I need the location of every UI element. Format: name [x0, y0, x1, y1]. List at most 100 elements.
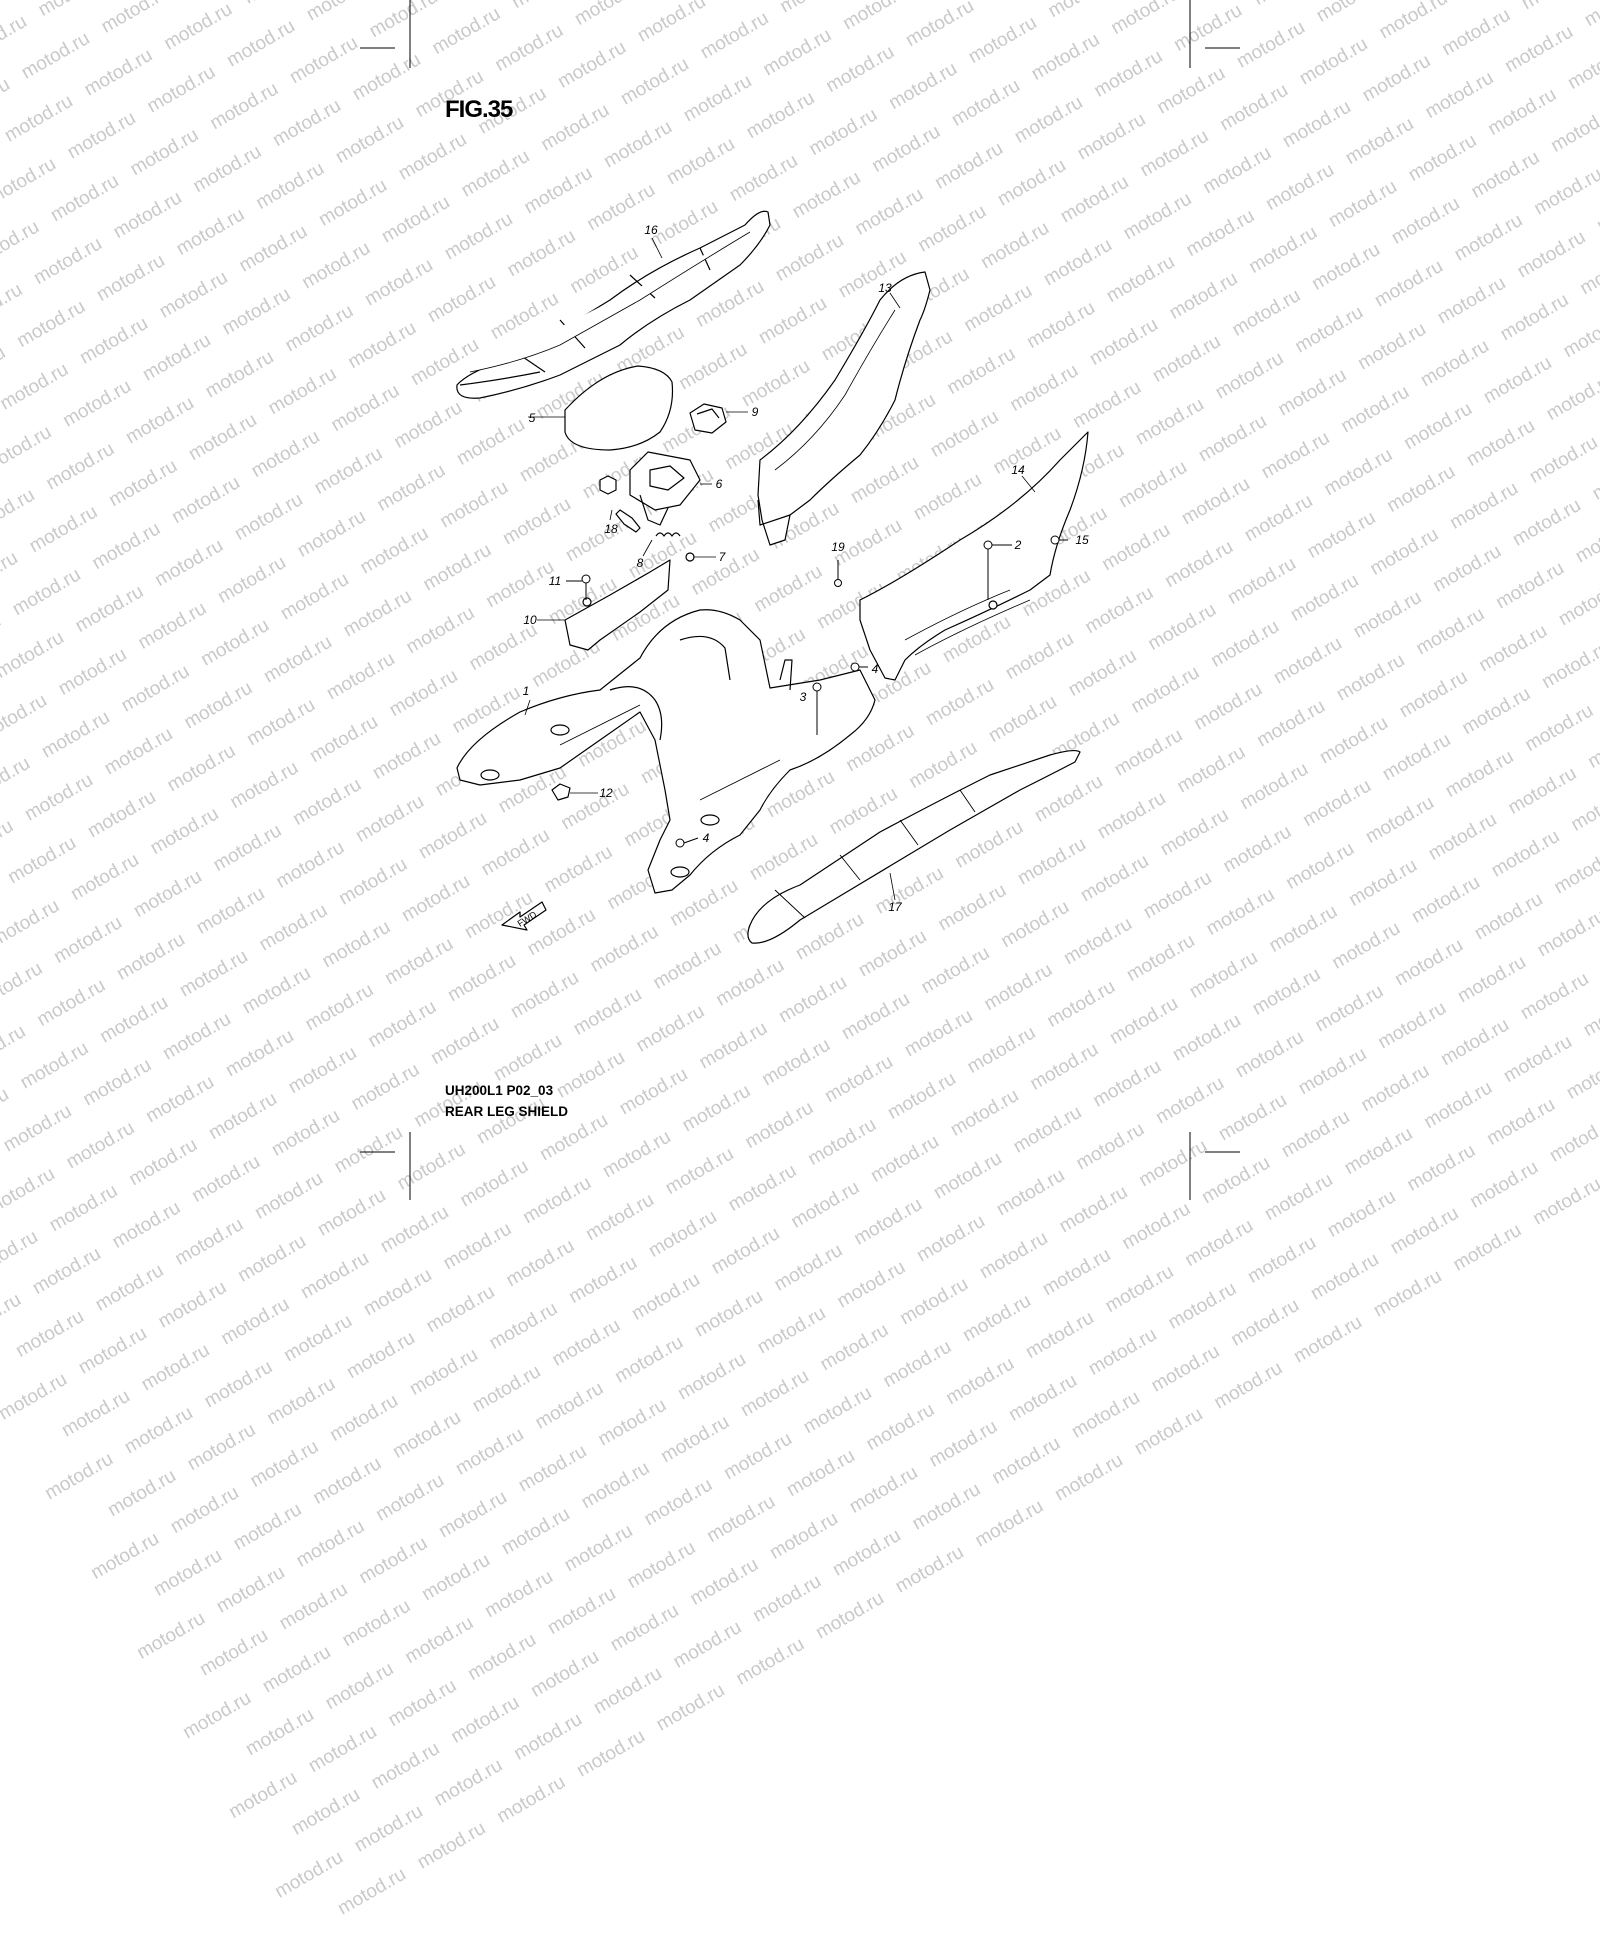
- watermark-text: motod.ru: [91, 1260, 168, 1316]
- watermark-text: motod.ru: [121, 1402, 197, 1459]
- callout-19: 19: [831, 540, 845, 554]
- part-16-floor-mat-left: [456, 210, 771, 399]
- watermark-text: motod.ru: [514, 1440, 591, 1497]
- forward-arrow-icon: [501, 901, 547, 931]
- watermark-text: motod.ru: [1118, 1198, 1195, 1255]
- callout-12: 12: [599, 786, 613, 800]
- watermark-text: motod.ru: [544, 1583, 620, 1639]
- part-9-switch: [689, 403, 748, 434]
- watermark-text: motod.ru: [720, 1428, 796, 1485]
- watermark-text: motod.ru: [376, 1201, 453, 1258]
- watermark-text: motod.ru: [770, 1239, 847, 1296]
- diagram-code: UH200L1 P02_03: [445, 1083, 554, 1098]
- watermark-text: motod.ru: [171, 1214, 247, 1270]
- watermark-text: motod.ru: [372, 1469, 448, 1526]
- watermark-text: motod.ru: [657, 1411, 733, 1468]
- watermark-text: motod.ru: [58, 1385, 134, 1442]
- watermark-text: motod.ru: [753, 1302, 830, 1359]
- watermark-text: motod.ru: [686, 1554, 763, 1610]
- watermark-text: motod.ru: [560, 1520, 637, 1577]
- watermark-text: motod.ru: [384, 1675, 461, 1731]
- watermark-text: motod.ru: [452, 1423, 528, 1480]
- callout-5: 5: [528, 411, 536, 425]
- watermark-text: motod.ru: [87, 1528, 163, 1584]
- watermark-text: motod.ru: [355, 1532, 431, 1589]
- watermark-text: motod.ru: [305, 1721, 381, 1777]
- watermark-text: motod.ru: [447, 1692, 523, 1748]
- watermark-text: motod.ru: [297, 1247, 373, 1304]
- watermark-text: motod.ru: [430, 1754, 507, 1811]
- watermark-text: motod.ru: [628, 1269, 704, 1325]
- watermark-text: motod.ru: [976, 1227, 1052, 1284]
- watermark-text: motod.ru: [321, 1658, 398, 1715]
- watermark-text: motod.ru: [401, 1612, 477, 1669]
- watermark-text: motod.ru: [1369, 1265, 1446, 1322]
- watermark-text: motod.ru: [1386, 1202, 1463, 1259]
- watermark-text: motod.ru: [510, 1708, 586, 1765]
- callout-18: 18: [604, 522, 618, 536]
- watermark-text: motod.ru: [1290, 1311, 1366, 1368]
- watermark-text: motod.ru: [275, 1578, 352, 1635]
- watermark-text: motod.ru: [326, 1390, 402, 1446]
- watermark-text: motod.ru: [464, 1629, 540, 1685]
- watermark-text: motod.ru: [908, 1478, 985, 1535]
- watermark-text: motod.ru: [343, 1327, 419, 1384]
- watermark-text: motod.ru: [367, 1738, 444, 1794]
- watermark-text: motod.ru: [971, 1495, 1048, 1552]
- watermark-text: motod.ru: [691, 1285, 767, 1342]
- watermark-text: motod.ru: [0, 1368, 71, 1425]
- watermark-text: motod.ru: [527, 1646, 603, 1702]
- watermark-text: motod.ru: [1244, 1232, 1320, 1288]
- watermark-text: motod.ru: [925, 1416, 1002, 1472]
- watermark-text: motod.ru: [406, 1344, 482, 1400]
- watermark-text: motod.ru: [200, 1356, 277, 1413]
- watermark-text: motod.ru: [590, 1662, 666, 1719]
- callout-11: 11: [548, 574, 562, 588]
- watermark-text: motod.ru: [351, 1800, 427, 1857]
- callout-9: 9: [751, 405, 759, 419]
- watermark-text: motod.ru: [498, 1503, 574, 1560]
- watermark-text: motod.ru: [108, 1197, 185, 1253]
- watermark-text: motod.ru: [213, 1561, 289, 1618]
- watermark-text: motod.ru: [640, 1474, 717, 1531]
- part-1-rear-leg-shield: [456, 609, 876, 894]
- callout-13: 13: [878, 281, 892, 295]
- watermark-text: motod.ru: [1101, 1261, 1178, 1317]
- callout-10: 10: [523, 613, 537, 627]
- watermark-text: motod.ru: [439, 1218, 516, 1275]
- watermark-text: motod.ru: [1227, 1294, 1303, 1351]
- callout-2: 2: [1014, 538, 1022, 552]
- callout-8: 8: [636, 556, 644, 570]
- part-14-side-cover: [859, 431, 1089, 681]
- watermark-text: motod.ru: [611, 1331, 687, 1388]
- watermark-text: motod.ru: [413, 1817, 490, 1874]
- watermark-text: motod.ru: [137, 1339, 214, 1396]
- watermark-text: motod.ru: [879, 1336, 956, 1393]
- watermark-text: motod.ru: [150, 1545, 226, 1601]
- watermark-text: motod.ru: [531, 1377, 608, 1434]
- watermark-text: motod.ru: [288, 1784, 364, 1840]
- watermark-text: motod.ru: [242, 1704, 318, 1761]
- watermark-text: motod.ru: [1038, 1244, 1115, 1301]
- watermark-text: motod.ru: [0, 1226, 42, 1283]
- callout-7: 7: [718, 550, 726, 564]
- watermark-text: motod.ru: [766, 1508, 842, 1564]
- watermark-text: motod.ru: [41, 1448, 117, 1505]
- part-18-clip: [599, 475, 641, 533]
- watermark-text: motod.ru: [1181, 1215, 1257, 1271]
- watermark-text: motod.ru: [229, 1499, 306, 1555]
- watermark-text: motod.ru: [606, 1600, 683, 1656]
- watermark-text: motod.ru: [75, 1322, 151, 1379]
- watermark-text: motod.ru: [707, 1223, 784, 1279]
- watermark-text: motod.ru: [196, 1624, 272, 1681]
- watermark-text: motod.ru: [942, 1353, 1018, 1409]
- watermark-text: motod.ru: [183, 1419, 260, 1476]
- watermark-text: motod.ru: [1164, 1278, 1241, 1334]
- crop-marks: [360, 0, 1240, 1200]
- part-8-spring: [655, 532, 681, 537]
- watermark-text: motod.ru: [338, 1595, 415, 1652]
- watermark-text: motod.ru: [737, 1365, 813, 1422]
- watermark-text: motod.ru: [833, 1256, 910, 1313]
- watermark-text: motod.ru: [481, 1566, 557, 1623]
